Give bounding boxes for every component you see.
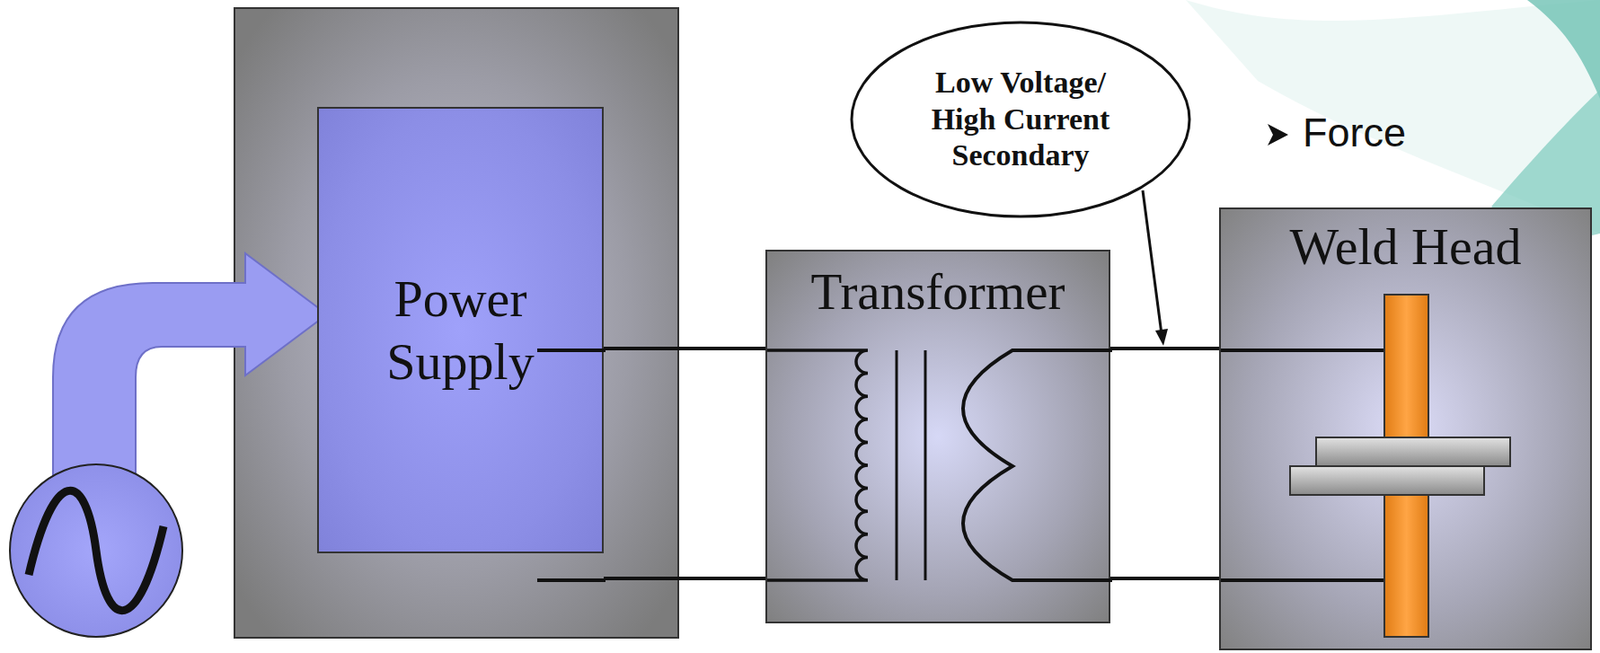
- bullet-arrow: [1267, 123, 1289, 146]
- node-illustration: [1220, 209, 1594, 653]
- supply-input-arrow: [53, 253, 328, 477]
- weld-head-box: Weld Head: [1219, 207, 1592, 651]
- node-label: Transformer: [811, 264, 1066, 321]
- background-leaf: [1527, 0, 1600, 99]
- wire-connector: [603, 348, 766, 350]
- wire-connector: [1110, 578, 1220, 580]
- node-label: Power Supply: [371, 267, 551, 393]
- wire-connector: [603, 578, 766, 580]
- ac-source-symbol: [9, 464, 183, 637]
- power-supply-box: Power Supply: [317, 106, 604, 554]
- callout-leader-line: [1142, 190, 1162, 335]
- transformer-box: Transformer: [765, 249, 1111, 624]
- node-label: Weld Head: [1290, 218, 1522, 276]
- callout-ellipse: Low Voltage/ High Current Secondary: [849, 20, 1192, 219]
- callout-leader-arrowhead: [1155, 328, 1168, 346]
- callout-text: Low Voltage/ High Current Secondary: [899, 64, 1142, 175]
- sine-wave-symbol: [28, 490, 164, 610]
- force-label: Force: [1302, 109, 1406, 157]
- wire-connector: [1110, 348, 1220, 350]
